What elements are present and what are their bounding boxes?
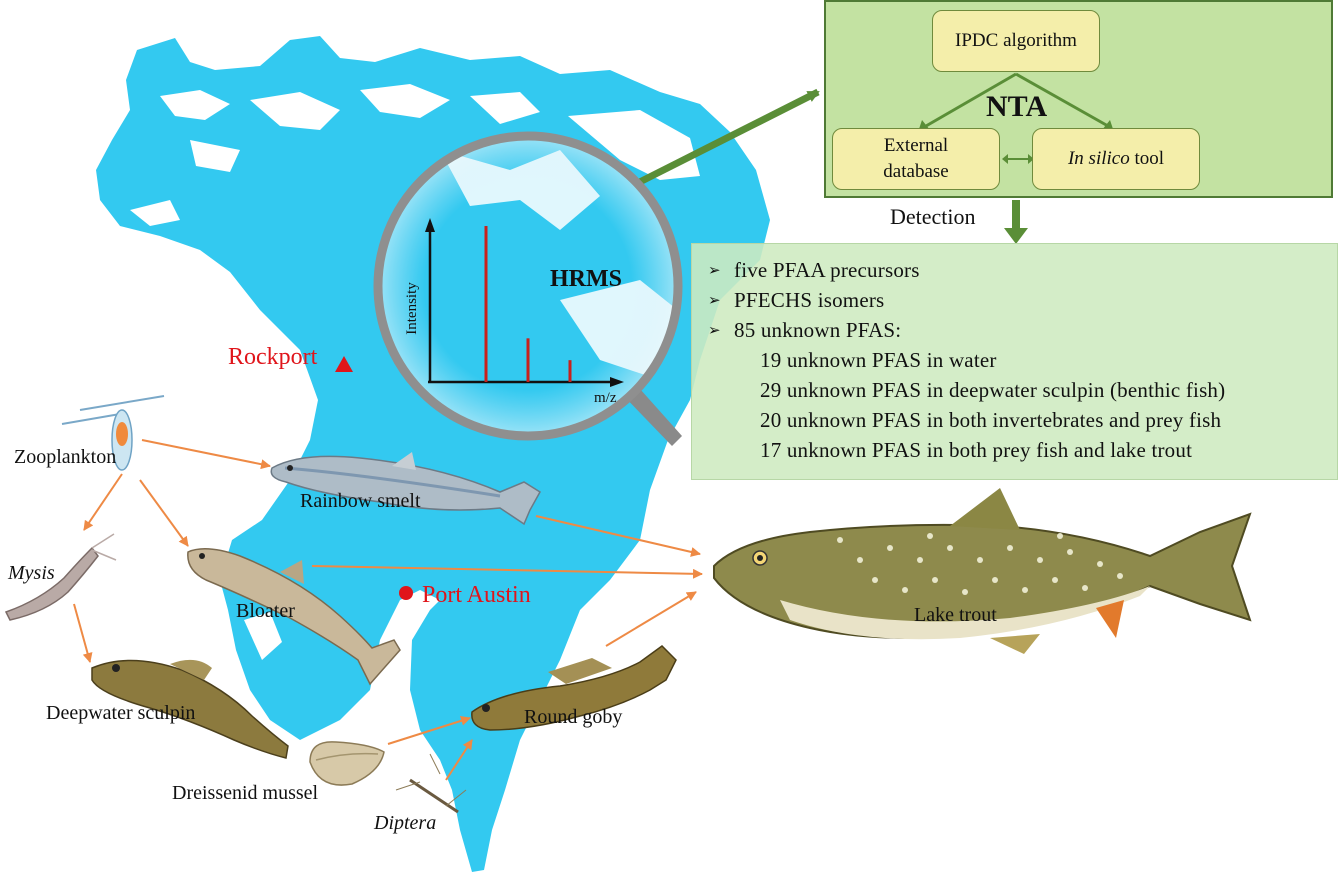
lake-trout-image bbox=[714, 488, 1250, 654]
arrow-zooplankton-to-smelt bbox=[142, 440, 270, 466]
bloater-label: Bloater bbox=[236, 600, 295, 623]
ipdc-algorithm-label: IPDC algorithm bbox=[955, 28, 1077, 54]
findings-panel: ➢ five PFAA precursors ➢ PFECHS isomers … bbox=[691, 243, 1338, 480]
deepwater-sculpin-label: Deepwater sculpin bbox=[46, 702, 195, 725]
arrow-zooplankton-to-mysis bbox=[84, 474, 122, 530]
lake-trout-label: Lake trout bbox=[914, 604, 997, 627]
arrow-mysis-to-sculpin bbox=[74, 604, 90, 662]
ipdc-algorithm-box: IPDC algorithm bbox=[932, 10, 1100, 72]
round-goby-label: Round goby bbox=[524, 706, 622, 729]
dreissenid-mussel-image bbox=[310, 742, 384, 785]
finding-lake-trout: 17 unknown PFAS in both prey fish and la… bbox=[760, 438, 1192, 463]
finding-water: 19 unknown PFAS in water bbox=[760, 348, 997, 373]
rockport-label: Rockport bbox=[228, 344, 317, 371]
port-austin-marker bbox=[399, 586, 413, 600]
in-silico-label: In silico bbox=[1068, 148, 1130, 169]
detection-label: Detection bbox=[890, 204, 976, 230]
finding-unknown-pfas: 85 unknown PFAS: bbox=[734, 318, 901, 343]
nta-title: NTA bbox=[986, 90, 1047, 124]
finding-isomers: PFECHS isomers bbox=[734, 288, 884, 313]
external-database-label-line2: database bbox=[883, 159, 948, 185]
finding-precursors: five PFAA precursors bbox=[734, 258, 920, 283]
bullet-icon: ➢ bbox=[708, 321, 721, 340]
nta-workflow-panel: IPDC algorithm NTA External database In … bbox=[824, 0, 1333, 198]
finding-sculpin: 29 unknown PFAS in deepwater sculpin (be… bbox=[760, 378, 1225, 403]
mysis-label: Mysis bbox=[8, 562, 55, 585]
x-axis-label: m/z bbox=[594, 390, 617, 407]
diptera-label: Diptera bbox=[374, 812, 436, 835]
finding-invertebrates: 20 unknown PFAS in both invertebrates an… bbox=[760, 408, 1221, 433]
bullet-icon: ➢ bbox=[708, 291, 721, 310]
port-austin-label: Port Austin bbox=[422, 582, 531, 609]
arrow-zooplankton-to-bloater bbox=[140, 480, 188, 546]
external-database-box: External database bbox=[832, 128, 1000, 190]
y-axis-label: Intensity bbox=[404, 282, 421, 335]
external-database-label-line1: External bbox=[883, 133, 948, 159]
tool-label: tool bbox=[1130, 148, 1164, 169]
rainbow-smelt-label: Rainbow smelt bbox=[300, 490, 421, 513]
dreissenid-mussel-label: Dreissenid mussel bbox=[172, 782, 318, 805]
bullet-icon: ➢ bbox=[708, 261, 721, 280]
zooplankton-label: Zooplankton bbox=[14, 446, 116, 469]
arrow-goby-to-trout bbox=[606, 592, 696, 646]
hrms-label: HRMS bbox=[550, 266, 622, 293]
in-silico-tool-box: In silico tool bbox=[1032, 128, 1200, 190]
